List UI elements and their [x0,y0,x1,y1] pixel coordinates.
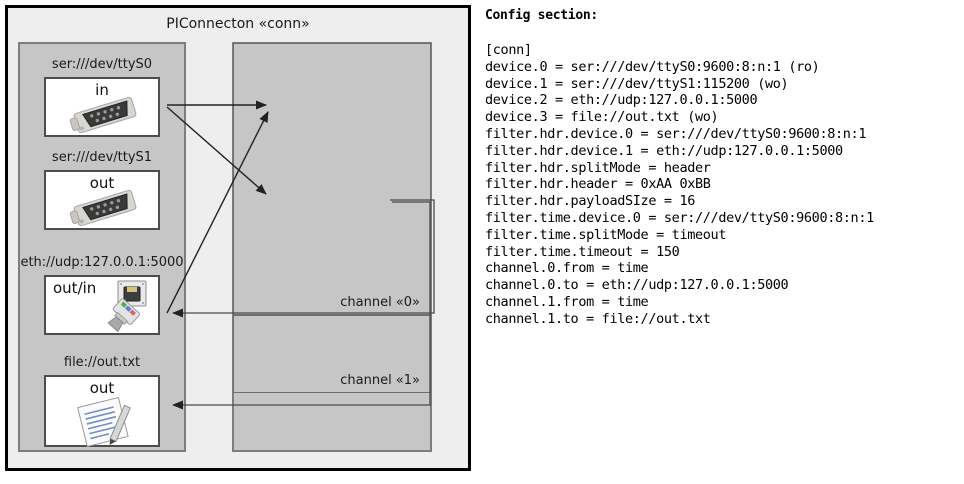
config-line: device.2 = eth://udp:127.0.0.1:5000 [485,92,758,109]
serial-port-icon [69,189,137,227]
device-card-1[interactable]: out [44,170,160,230]
config-line: [conn] [485,42,532,58]
config-heading: Config section: [485,8,598,23]
config-line: filter.time.splitMode = timeout [485,226,727,243]
config-line: filter.time.timeout = 150 [485,243,680,260]
config-line: channel.0.to = eth://udp:127.0.0.1:5000 [485,277,789,294]
device-direction-3: out [89,379,115,397]
config-line: filter.time.device.0 = ser:///dev/ttyS0:… [485,209,874,226]
diagram-title: PIConnecton «conn» [166,16,310,32]
devices-panel: ser:///dev/ttyS0 in ser:///dev/ttyS1 [18,42,186,452]
config-line: device.3 = file://out.txt (wo) [485,109,719,126]
serial-port-icon [69,96,137,134]
config-line: channel.1.to = file://out.txt [485,310,711,327]
filters-panel: filters Filter «hdr» header = 0xAA 0xBB … [232,42,432,452]
device-card-0[interactable]: in [44,77,160,137]
device-label-0: ser:///dev/ttyS0 [51,57,153,72]
config-line: device.1 = ser:///dev/ttyS1:115200 (wo) [485,75,789,92]
device-card-3[interactable]: out [44,375,160,447]
config-line: filter.hdr.device.0 = ser:///dev/ttyS0:9… [485,125,867,142]
channel-region-0[interactable]: channel «0» [233,43,431,315]
device-card-2[interactable]: out/in [44,275,160,335]
config-line: filter.hdr.header = 0xAA 0xBB [485,176,711,193]
config-line: channel.0.from = time [485,260,649,277]
config-line: filter.hdr.payloadSIze = 16 [485,193,695,210]
config-section: Config section: [conn]device.0 = ser:///… [481,0,964,484]
device-direction-1: out [89,174,115,192]
config-line: channel.1.from = time [485,293,649,310]
config-line: filter.hdr.device.1 = eth://udp:127.0.0.… [485,142,843,159]
text-document-icon [77,397,131,447]
device-label-3: file://out.txt [63,355,141,370]
channel-label-0: channel «0» [340,295,420,310]
channel-region-1[interactable]: channel «1» [233,315,431,393]
config-line: device.0 = ser:///dev/ttyS0:9600:8:n:1 (… [485,58,820,75]
ethernet-jack-icon [107,280,147,333]
device-label-1: ser:///dev/ttyS1 [51,150,153,165]
device-direction-2: out/in [53,279,97,297]
config-line: filter.hdr.splitMode = header [485,159,711,176]
config-lines: [conn]device.0 = ser:///dev/ttyS0:9600:8… [485,42,874,328]
channel-label-1: channel «1» [340,373,420,388]
device-label-2: eth://udp:127.0.0.1:5000 [20,255,184,270]
device-direction-0: in [95,81,109,99]
